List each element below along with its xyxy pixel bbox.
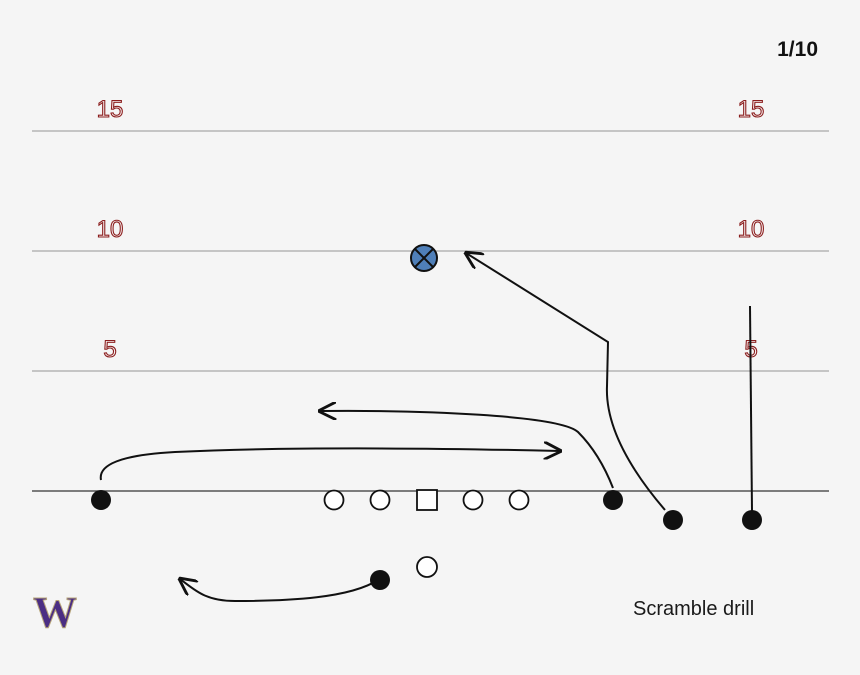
svg-text:W: W — [33, 588, 77, 637]
yard-number-right-15: 15 — [738, 96, 765, 123]
target-marker-icon — [410, 244, 438, 272]
right-guard — [462, 489, 484, 511]
wing-receiver — [663, 510, 683, 530]
quarterback — [416, 556, 438, 578]
slot-receiver — [603, 490, 623, 510]
left-receiver — [91, 490, 111, 510]
yard-number-left-5: 5 — [103, 336, 116, 363]
route-back-swing — [180, 579, 379, 603]
running-back — [370, 570, 390, 590]
route-wing-post — [466, 253, 666, 511]
outside-receiver — [742, 510, 762, 530]
left-tackle — [323, 489, 345, 511]
team-logo: W — [33, 588, 78, 638]
center — [416, 489, 438, 511]
route-slot-receiver-cross — [320, 411, 614, 489]
yard-number-right-10: 10 — [738, 216, 765, 243]
page-indicator: 1/10 — [777, 38, 818, 61]
route-outside-go — [749, 305, 753, 513]
diagram-caption: Scramble drill — [633, 598, 755, 620]
yard-number-left-15: 15 — [97, 96, 124, 123]
left-guard — [369, 489, 391, 511]
route-left-receiver — [99, 449, 560, 481]
yard-number-left-10: 10 — [97, 216, 124, 243]
right-tackle — [508, 489, 530, 511]
